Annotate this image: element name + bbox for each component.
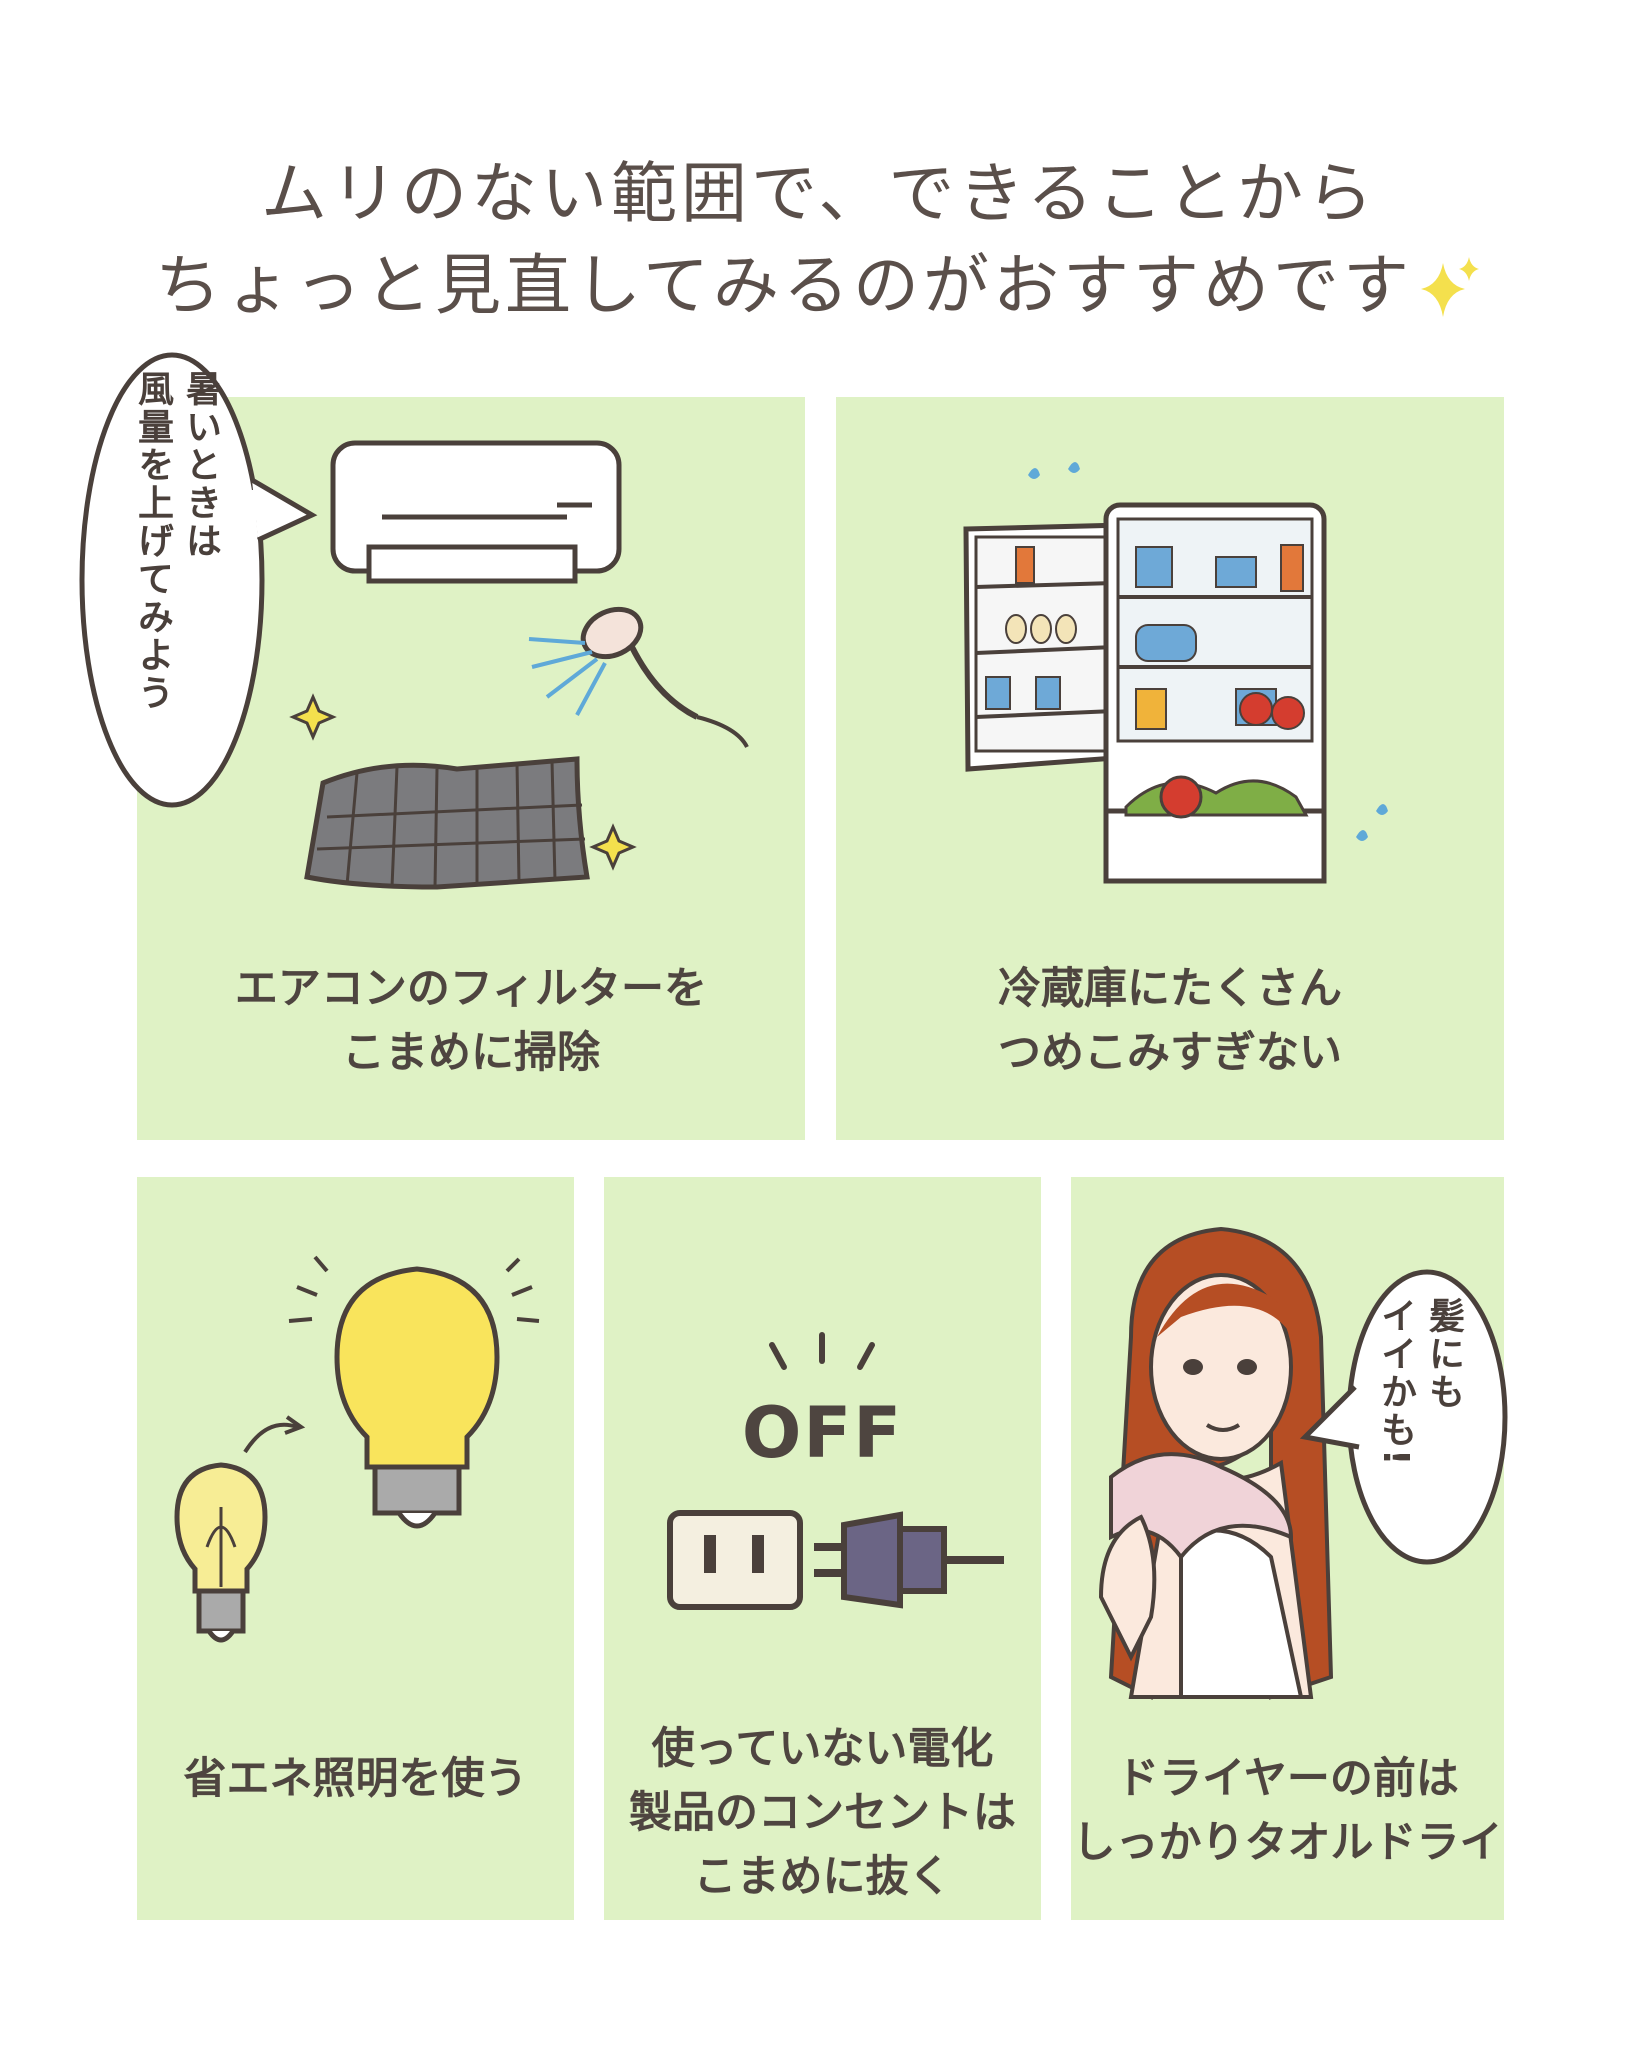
aircon-speech-bubble — [79, 352, 318, 808]
panel-aircon-filter: エアコンのフィルターを こまめに掃除 — [137, 397, 805, 1140]
towel-caption: ドライヤーの前は しっかりタオルドライ — [1071, 1747, 1504, 1875]
aircon-bubble-line-2: 風量を上げてみよう — [132, 370, 173, 712]
towel-bubble-text: 髪にも イイかも! — [1371, 1297, 1467, 1577]
plug-icon — [814, 1511, 1004, 1609]
towel-bubble-line-2: イイかも! — [1375, 1297, 1416, 1468]
fridge-caption: 冷蔵庫にたくさん つめこみすぎない — [836, 957, 1504, 1085]
towel-speech-bubble — [1299, 1269, 1508, 1565]
towel-caption-line-1: ドライヤーの前は — [1116, 1754, 1459, 1804]
outlet-caption-line-3: こまめに抜く — [693, 1852, 952, 1902]
aircon-bubble-text: 暑いときは 風量を上げてみよう — [128, 370, 224, 770]
sparkles-icon — [1413, 255, 1483, 325]
headline-line-2: ちょっと見直してみるのがおすすめです — [0, 232, 1638, 328]
aircon-bubble-line-1: 暑いときは — [180, 370, 221, 560]
aircon-caption-line-2: こまめに掃除 — [342, 1028, 600, 1078]
incandescent-bulb-icon — [174, 1462, 268, 1643]
off-label: OFF — [741, 1392, 904, 1474]
headline-line-1: ムリのない範囲で、できることから — [260, 155, 1378, 232]
fridge-caption-line-2: つめこみすぎない — [998, 1028, 1342, 1078]
panel-fridge: 冷蔵庫にたくさん つめこみすぎない — [836, 397, 1504, 1140]
led-bulb-icon — [288, 1255, 540, 1529]
outlet-caption-line-2: 製品のコンセントは — [629, 1788, 1016, 1838]
light-caption-line-1: 省エネ照明を使う — [183, 1754, 528, 1804]
aircon-illustration — [289, 440, 749, 890]
outlet-icon — [667, 1510, 803, 1610]
outlet-caption: 使っていない電化 製品のコンセントは こまめに抜く — [604, 1717, 1041, 1909]
aircon-caption: エアコンのフィルターを こまめに掃除 — [137, 957, 805, 1085]
outlet-caption-line-1: 使っていない電化 — [651, 1724, 994, 1774]
towel-caption-line-2: しっかりタオルドライ — [1072, 1818, 1503, 1868]
woman-towel-illustration — [1098, 1226, 1334, 1701]
panel-towel-dry: 髪にも イイかも! ドライヤーの前は しっかりタオルドライ — [1071, 1177, 1508, 1920]
aircon-caption-line-1: エアコンのフィルターを — [234, 964, 708, 1014]
panel-outlet: OFF 使っていない電化 製品のコンセントは こまめに抜く — [604, 1177, 1041, 1920]
panel-led-light: 省エネ照明を使う — [137, 1177, 574, 1920]
light-bulbs-illustration — [174, 1255, 540, 1643]
light-caption: 省エネ照明を使う — [137, 1747, 574, 1811]
plug-illustration — [667, 1332, 1004, 1610]
fridge-illustration — [963, 462, 1388, 884]
headline-line-2-text: ちょっと見直してみるのがおすすめです — [154, 247, 1414, 324]
fridge-caption-line-1: 冷蔵庫にたくさん — [998, 964, 1342, 1014]
arrow-icon — [243, 1422, 298, 1454]
towel-bubble-line-1: 髪にも — [1423, 1297, 1464, 1411]
